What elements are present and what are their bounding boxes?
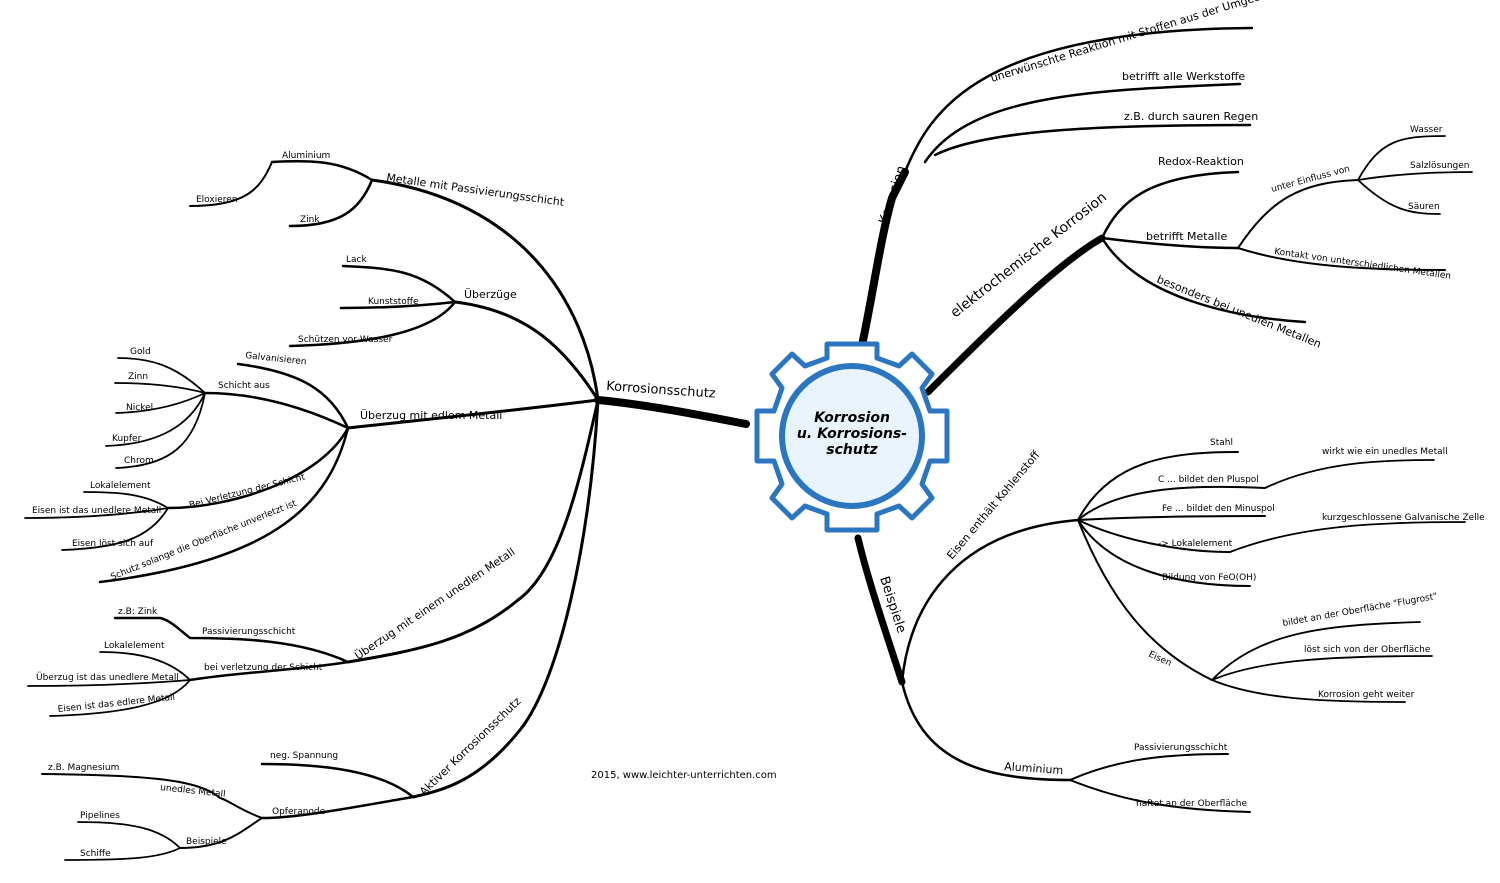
- beispiele-c-pluspol: C ... bildet den Pluspol: [1158, 475, 1259, 485]
- korrosion-item-2: betrifft alle Werkstoffe: [1122, 70, 1245, 83]
- schutz-unedel-ueberzug: Überzug ist das unedlere Metall: [36, 672, 179, 683]
- beispiele-haftet: haftet an der Oberfläche: [1136, 799, 1247, 809]
- schutz-passiv-zink: Zink: [300, 215, 320, 225]
- schutz-edel-galv: Galvanisieren: [245, 351, 307, 367]
- schutz-aktiv-schiffe: Schiffe: [80, 849, 111, 859]
- label-korrosionsschutz: Korrosionsschutz: [606, 379, 717, 402]
- schutz-edel-kupfer: Kupfer: [112, 434, 142, 444]
- schutz-edel-lokal: Lokalelement: [90, 481, 151, 491]
- beispiele-eisen-kohlenstoff: Eisen enthält Kohlenstoff: [944, 448, 1042, 562]
- elektro-einfluss: unter Einfluss von: [1270, 164, 1351, 195]
- elektro-unedel: besonders bei unedlen Metallen: [1155, 273, 1323, 351]
- schutz-ueberzuege-lack: Lack: [346, 255, 367, 265]
- credit-text: 2015, www.leichter-unterrichten.com: [591, 770, 777, 781]
- schutz-edel-label: Überzug mit edlem Metall: [360, 409, 502, 422]
- center-title-line3: schutz: [826, 442, 878, 458]
- schutz-aktiv-magnesium: z.B. Magnesium: [48, 763, 119, 773]
- beispiele-passivierung: Passivierungsschicht: [1134, 743, 1228, 753]
- schutz-aktiv-beispiele: Beispiele: [186, 837, 227, 847]
- elektro-redox: Redox-Reaktion: [1158, 155, 1244, 168]
- elektro-salz: Salzlösungen: [1410, 161, 1470, 171]
- beispiele-flugrost: bildet an der Oberfläche "Flugrost": [1282, 592, 1438, 629]
- schutz-aktiv-pipelines: Pipelines: [80, 811, 120, 821]
- korrosion-item-3: z.B. durch sauren Regen: [1124, 110, 1258, 123]
- elektro-kontakt: Kontakt von unterschiedlichen Metallen: [1274, 247, 1452, 282]
- elektro-saeuren: Säuren: [1408, 202, 1440, 212]
- label-elektro: elektrochemische Korrosion: [948, 189, 1110, 321]
- center-title-line1: Korrosion: [814, 410, 890, 426]
- schutz-unedel-verletzung: bei verletzung der Schicht: [204, 663, 323, 673]
- schutz-aktiv-neg: neg. Spannung: [270, 751, 338, 761]
- beispiele-fe-minuspol: Fe ... bildet den Minuspol: [1162, 504, 1275, 514]
- schutz-edel-schicht: Schicht aus: [218, 381, 270, 391]
- trunk-korrosion: [858, 168, 909, 349]
- schutz-unedel-lokal: Lokalelement: [104, 641, 165, 651]
- center-title-line2: u. Korrosions-: [797, 426, 907, 442]
- schutz-edel-unedler: Eisen ist das unedlere Metall: [32, 506, 161, 516]
- schutz-edel-gold: Gold: [130, 347, 151, 357]
- schutz-ueberzuege-kunst: Kunststoffe: [368, 297, 419, 307]
- elektro-metalle: betrifft Metalle: [1146, 230, 1227, 243]
- beispiele-lokalelement: -> Lokalelement: [1158, 539, 1233, 549]
- schutz-passiv-alu: Aluminium: [282, 151, 330, 161]
- schutz-ueberzuege-wasser: Schützen vor Wasser: [298, 335, 393, 345]
- center-gear-icon: [754, 341, 950, 533]
- schutz-edel-nickel: Nickel: [126, 403, 153, 413]
- gear-inner-circle: [779, 363, 925, 509]
- beispiele-stahl: Stahl: [1210, 438, 1233, 448]
- label-korrosion: Korrosion: [877, 164, 910, 226]
- schutz-passiv-eloxieren: Eloxieren: [196, 195, 238, 205]
- schutz-edel-zinn: Zinn: [128, 372, 148, 382]
- beispiele-kurz: kurzgeschlossene Galvanische Zelle: [1322, 513, 1485, 523]
- schutz-unedel-pass: Passivierungsschicht: [202, 627, 296, 637]
- beispiele-weiter: Korrosion geht weiter: [1318, 690, 1415, 700]
- schutz-passiv-label: Metalle mit Passivierungsschicht: [386, 171, 566, 209]
- schutz-edel-chrom: Chrom: [124, 456, 154, 466]
- elektro-wasser: Wasser: [1410, 125, 1443, 135]
- trunk-elektro: [924, 234, 1106, 396]
- beispiele-feooh: Bildung von FeO(OH): [1162, 573, 1256, 583]
- schutz-edel-loest: Eisen löst sich auf: [72, 539, 154, 549]
- beispiele-wirkt: wirkt wie ein unedles Metall: [1322, 447, 1448, 457]
- trunk-beispiele: [854, 534, 906, 686]
- schutz-ueberzuege-label: Überzüge: [464, 288, 517, 301]
- schutz-unedel-zink: z.B: Zink: [118, 607, 158, 617]
- schutz-aktiv-opfer: Opferanode: [272, 807, 326, 817]
- schutz-aktiv-unedles: unedles Metall: [160, 783, 226, 800]
- beispiele-aluminium: Aluminium: [1004, 760, 1064, 777]
- trunk-schutz: [594, 396, 750, 428]
- beispiele-loest: löst sich von der Oberfläche: [1304, 645, 1431, 655]
